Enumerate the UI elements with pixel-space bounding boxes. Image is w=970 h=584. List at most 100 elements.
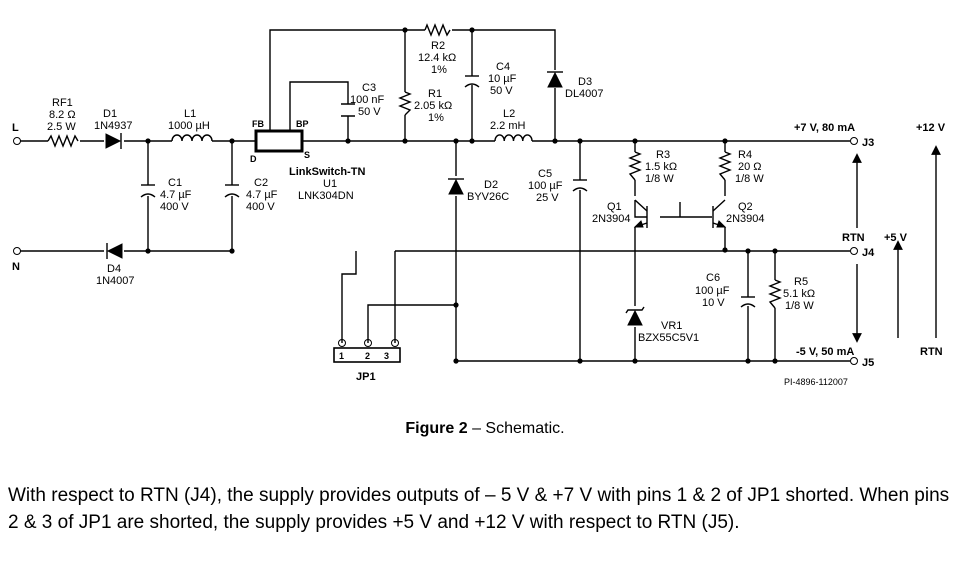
node-n-label: N bbox=[12, 261, 20, 273]
c6-ref: C6 bbox=[706, 272, 720, 284]
r2-resistor bbox=[424, 23, 451, 37]
r5-value: 5.1 kΩ bbox=[783, 288, 815, 300]
l1-ref: L1 bbox=[184, 108, 196, 120]
d3-ref: D3 bbox=[578, 76, 592, 88]
junctions bbox=[145, 27, 778, 364]
r5-ref: R5 bbox=[794, 276, 808, 288]
c2-rating: 400 V bbox=[246, 201, 275, 213]
plus5-label: +5 V bbox=[884, 232, 908, 244]
j4-rtn-label: RTN bbox=[842, 232, 865, 244]
c6-capacitor bbox=[740, 296, 756, 308]
c5-ref: C5 bbox=[538, 168, 552, 180]
c3-capacitor bbox=[341, 103, 355, 117]
j4-label: J4 bbox=[862, 247, 875, 259]
r4-resistor bbox=[718, 151, 732, 181]
d2-part: BYV26C bbox=[467, 191, 509, 203]
c2-capacitor bbox=[224, 184, 240, 198]
q2-transistor bbox=[712, 199, 727, 228]
q2-ref: Q2 bbox=[738, 201, 753, 213]
plus12-label: +12 V bbox=[916, 122, 946, 134]
c3-ref: C3 bbox=[362, 82, 376, 94]
r2-value: 12.4 kΩ bbox=[418, 52, 456, 64]
c6-rating: 10 V bbox=[702, 297, 725, 309]
j3-rating: +7 V, 80 mA bbox=[794, 122, 855, 134]
schematic: L N RF1 8.2 Ω 2.5 W D1 1N4937 L1 1000 µH… bbox=[12, 23, 946, 387]
jp1-jumper bbox=[333, 339, 401, 363]
wires bbox=[20, 29, 850, 362]
l2-value: 2.2 mH bbox=[490, 120, 526, 132]
r3-ref: R3 bbox=[656, 149, 670, 161]
c3-value: 100 nF bbox=[350, 94, 385, 106]
l2-ref: L2 bbox=[503, 108, 515, 120]
j5-rating: -5 V, 50 mA bbox=[796, 346, 854, 358]
q1-part: 2N3904 bbox=[592, 213, 631, 225]
c1-value: 4.7 µF bbox=[160, 189, 192, 201]
c4-ref: C4 bbox=[496, 61, 510, 73]
c5-value: 100 µF bbox=[528, 180, 563, 192]
l1-value: 1000 µH bbox=[168, 120, 210, 132]
rtn-right-label: RTN bbox=[920, 346, 943, 358]
r1-ref: R1 bbox=[428, 88, 442, 100]
jp1-ref: JP1 bbox=[356, 371, 376, 383]
c4-rating: 50 V bbox=[490, 85, 513, 97]
vr1-ref: VR1 bbox=[661, 320, 682, 332]
d2-ref: D2 bbox=[484, 179, 498, 191]
u1-pin-d: D bbox=[250, 154, 257, 164]
figure-label: Figure 2 bbox=[405, 420, 468, 437]
rf1-ref: RF1 bbox=[52, 97, 73, 109]
c1-rating: 400 V bbox=[160, 201, 189, 213]
c4-value: 10 µF bbox=[488, 73, 517, 85]
q1-transistor bbox=[633, 199, 648, 228]
node-l-label: L bbox=[12, 122, 19, 134]
d4-ref: D4 bbox=[107, 263, 121, 275]
d1-part: 1N4937 bbox=[94, 120, 133, 132]
rf1-resistor bbox=[47, 134, 79, 148]
d2-diode bbox=[448, 178, 464, 195]
r5-rating: 1/8 W bbox=[785, 300, 814, 312]
terminals bbox=[13, 137, 858, 365]
d3-diode bbox=[547, 71, 563, 88]
r4-value: 20 Ω bbox=[738, 161, 762, 173]
jp1-pin-3: 3 bbox=[384, 351, 389, 361]
r1-resistor bbox=[398, 91, 412, 116]
d4-part: 1N4007 bbox=[96, 275, 135, 287]
figure-caption: Figure 2 – Schematic. bbox=[0, 420, 970, 438]
c3-rating: 50 V bbox=[358, 106, 381, 118]
u1-ref: U1 bbox=[323, 178, 337, 190]
r4-ref: R4 bbox=[738, 149, 752, 161]
r4-rating: 1/8 W bbox=[735, 173, 764, 185]
d1-diode bbox=[105, 133, 122, 149]
figure-title: – Schematic. bbox=[467, 420, 565, 437]
r1-value: 2.05 kΩ bbox=[414, 100, 452, 112]
rf1-rating: 2.5 W bbox=[47, 121, 76, 133]
vr1-zener bbox=[625, 306, 645, 326]
vr1-part: BZX55C5V1 bbox=[638, 332, 699, 344]
q2-part: 2N3904 bbox=[726, 213, 765, 225]
r5-resistor bbox=[768, 279, 782, 309]
j3-label: J3 bbox=[862, 137, 874, 149]
l2-inductor bbox=[494, 134, 533, 142]
d3-part: DL4007 bbox=[565, 88, 604, 100]
r3-resistor bbox=[628, 151, 642, 181]
voltage-arrows bbox=[852, 145, 941, 343]
rf1-value: 8.2 Ω bbox=[49, 109, 76, 121]
description-paragraph: With respect to RTN (J4), the supply pro… bbox=[8, 485, 950, 533]
c5-capacitor bbox=[572, 179, 588, 192]
u1-family: LinkSwitch-TN bbox=[289, 166, 365, 178]
r3-value: 1.5 kΩ bbox=[645, 161, 677, 173]
j5-label: J5 bbox=[862, 357, 874, 369]
jp1-pin-1: 1 bbox=[339, 351, 344, 361]
d4-diode bbox=[106, 243, 123, 259]
c1-capacitor bbox=[140, 184, 156, 198]
u1-pin-fb: FB bbox=[252, 119, 264, 129]
u1-ic bbox=[254, 129, 304, 153]
u1-pin-bp: BP bbox=[296, 119, 309, 129]
c2-value: 4.7 µF bbox=[246, 189, 278, 201]
c6-value: 100 µF bbox=[695, 285, 730, 297]
c1-ref: C1 bbox=[168, 177, 182, 189]
drawing-id: PI-4896-112007 bbox=[784, 377, 848, 387]
d1-ref: D1 bbox=[103, 108, 117, 120]
r2-tol: 1% bbox=[431, 64, 447, 76]
q1-ref: Q1 bbox=[607, 201, 622, 213]
u1-pin-s: S bbox=[304, 150, 310, 160]
